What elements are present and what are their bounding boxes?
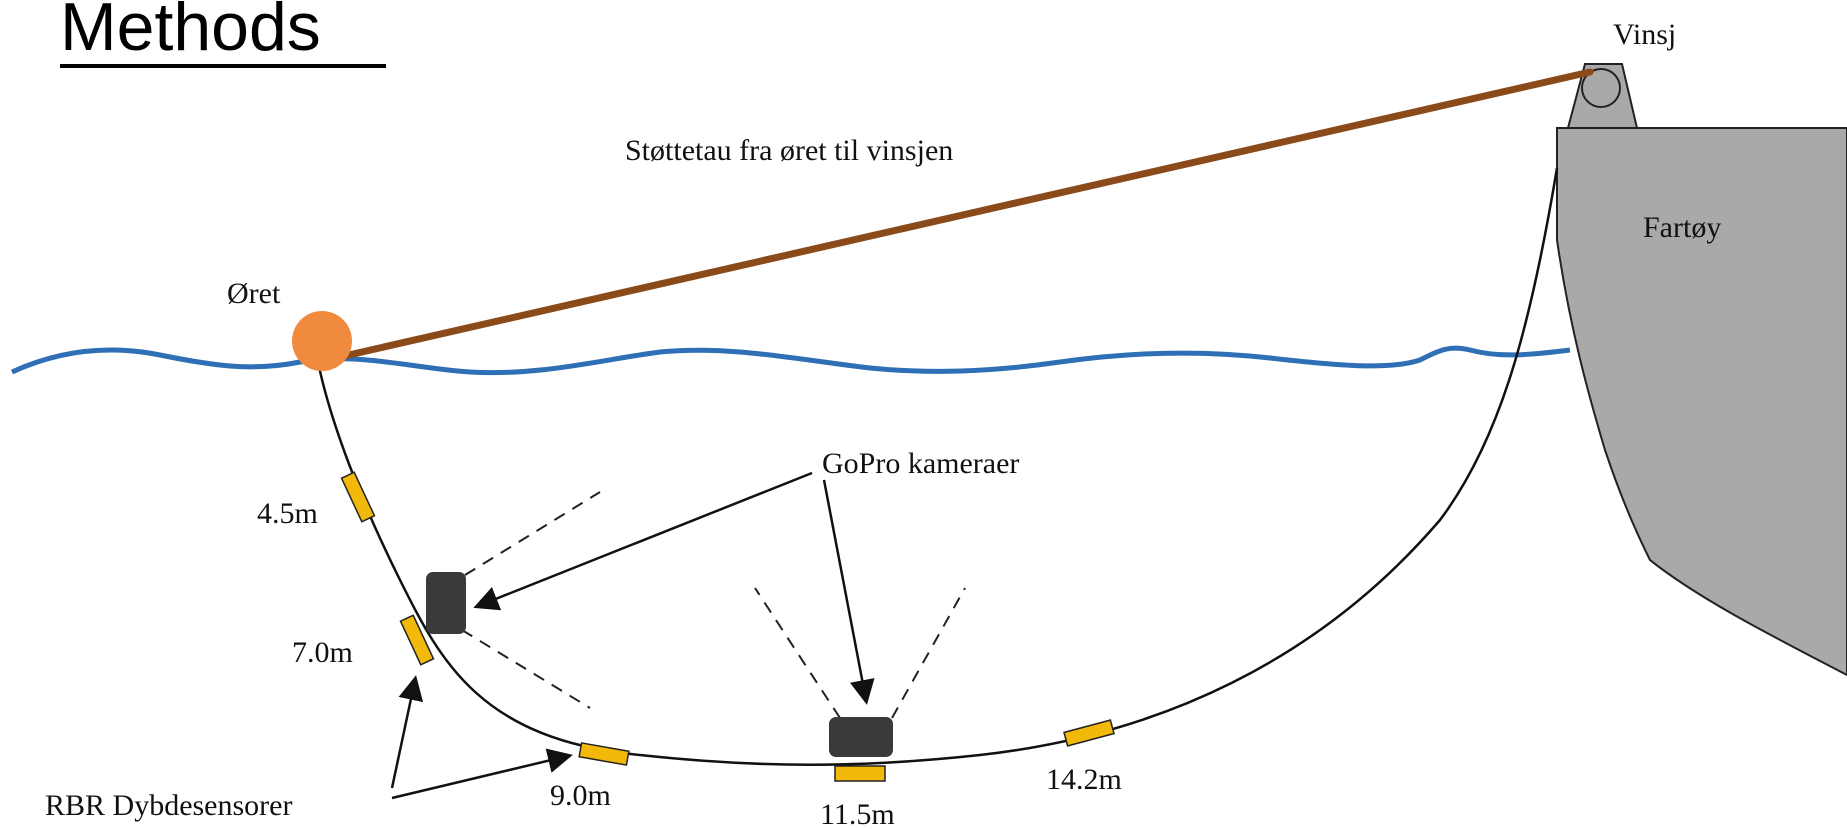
camera-1-field-of-view	[461, 491, 601, 709]
buoy	[292, 311, 352, 371]
buoy-label: Øret	[227, 277, 281, 310]
arrow-to-camera-2	[822, 479, 875, 705]
depth-label-9-0m: 9.0m	[550, 779, 611, 812]
water-surface	[10, 345, 1571, 376]
arrow-to-camera-1	[473, 471, 813, 611]
vessel-hull	[1556, 127, 1847, 677]
depth-sensor-7-0m	[399, 614, 435, 666]
depth-label-7-0m: 7.0m	[292, 636, 353, 669]
depth-sensor-14-2m	[1063, 719, 1115, 747]
vessel-label: Fartøy	[1643, 211, 1721, 244]
support-rope-label: Støttetau fra øret til vinsjen	[625, 134, 953, 167]
gopro-camera-1	[426, 572, 466, 634]
support-rope	[314, 68, 1594, 366]
camera-2-field-of-view	[754, 587, 966, 719]
depth-sensor-11-5m	[834, 765, 886, 782]
depth-sensor-9-0m	[578, 742, 630, 766]
page-title: Methods	[60, 0, 321, 65]
arrow-to-sensor-9-0m	[391, 748, 573, 800]
arrow-to-sensor-7-0m	[390, 675, 424, 789]
depth-label-11-5m: 11.5m	[820, 798, 895, 829]
sensors-label: RBR Dybdesensorer	[45, 789, 292, 822]
depth-sensor-4-5m	[340, 471, 376, 523]
winch-label: Vinsj	[1613, 18, 1676, 51]
depth-label-4-5m: 4.5m	[257, 497, 318, 530]
mooring-line	[316, 167, 1559, 766]
winch-drum	[1581, 68, 1621, 108]
cameras-label: GoPro kameraer	[822, 447, 1019, 480]
depth-label-14-2m: 14.2m	[1046, 763, 1122, 796]
gopro-camera-2	[829, 717, 893, 757]
